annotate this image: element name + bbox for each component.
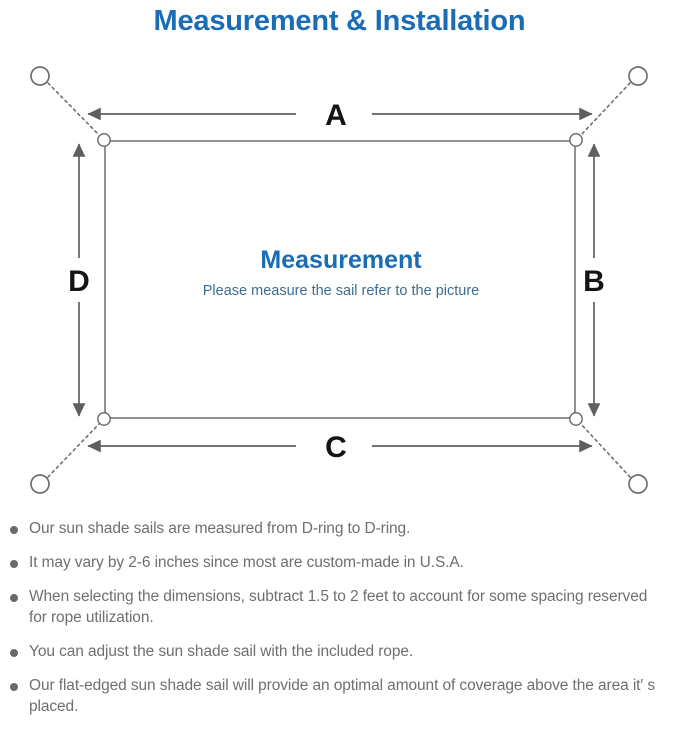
bullet-icon	[10, 649, 18, 657]
bullet-icon	[10, 683, 18, 691]
note-text: Our flat-edged sun shade sail will provi…	[29, 677, 656, 715]
note-text: Our sun shade sails are measured from D-…	[29, 520, 411, 537]
anchor-ring-top-left	[30, 66, 50, 86]
bullet-icon	[10, 594, 18, 602]
d-ring-bottom-left	[97, 412, 111, 426]
list-item: Our flat-edged sun shade sail will provi…	[0, 675, 679, 717]
note-text: It may vary by 2-6 inches since most are…	[29, 554, 464, 571]
rope-line-top-right	[580, 82, 631, 136]
note-text: You can adjust the sun shade sail with t…	[29, 643, 414, 660]
rope-line-top-left	[47, 82, 100, 136]
page-title: Measurement & Installation	[153, 5, 526, 37]
d-ring-top-right	[569, 133, 583, 147]
diagram-center-title: Measurement	[260, 246, 422, 274]
d-ring-top-left	[97, 133, 111, 147]
dimension-label-d: D	[68, 265, 90, 298]
rope-line-bottom-right	[580, 423, 631, 478]
notes-list: Our sun shade sails are measured from D-…	[0, 518, 679, 730]
d-ring-bottom-right	[569, 412, 583, 426]
dimension-label-b: B	[583, 265, 605, 298]
dimension-label-c: C	[325, 431, 347, 464]
anchor-ring-top-right	[628, 66, 648, 86]
bullet-icon	[10, 526, 18, 534]
sail-rectangle	[104, 140, 576, 419]
dimension-label-a: A	[325, 99, 347, 132]
list-item: It may vary by 2-6 inches since most are…	[0, 552, 679, 573]
list-item: Our sun shade sails are measured from D-…	[0, 518, 679, 539]
diagram-container: A C D B Measurement Please measure the s…	[0, 44, 679, 514]
diagram-center-subtitle: Please measure the sail refer to the pic…	[203, 283, 479, 299]
anchor-ring-bottom-right	[628, 474, 648, 494]
anchor-ring-bottom-left	[30, 474, 50, 494]
d-rings	[97, 133, 583, 426]
list-item: You can adjust the sun shade sail with t…	[0, 641, 679, 662]
anchor-rings	[30, 66, 648, 494]
rope-line-bottom-left	[47, 423, 100, 478]
bullet-icon	[10, 560, 18, 568]
rope-lines	[47, 82, 631, 478]
list-item: When selecting the dimensions, subtract …	[0, 586, 679, 628]
note-text: When selecting the dimensions, subtract …	[29, 588, 648, 626]
sun-shade-sail-measurement-diagram: A C D B Measurement Please measure the s…	[30, 66, 648, 494]
